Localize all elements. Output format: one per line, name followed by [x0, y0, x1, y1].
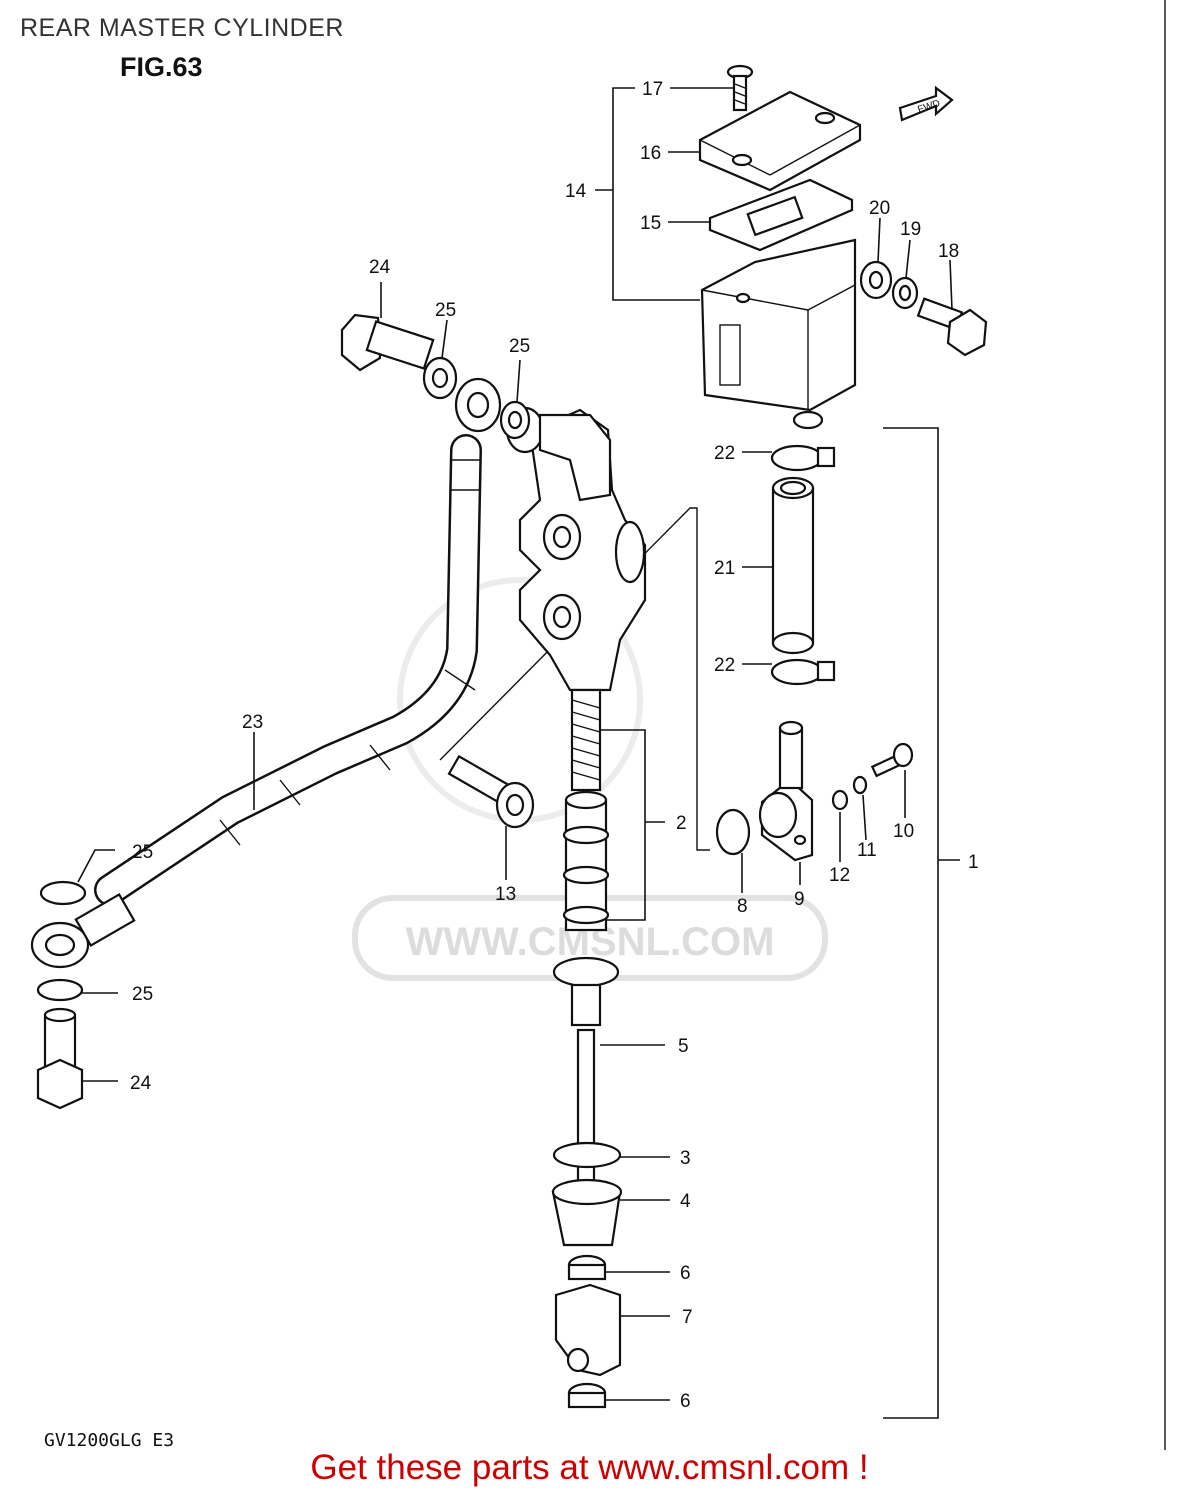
bracket-1 [883, 427, 939, 1419]
clevis-part [554, 1283, 622, 1377]
elbow-fitting-part [538, 413, 612, 502]
nut-part [567, 1382, 607, 1409]
piston-spring-part [562, 688, 610, 932]
diaphragm-part [708, 178, 854, 252]
reservoir-body-part [700, 238, 857, 430]
washer-part [831, 789, 849, 811]
page-title: REAR MASTER CYLINDER [20, 14, 344, 42]
reservoir-cap-part [698, 90, 862, 192]
o-ring-part [715, 808, 751, 856]
callout-16: 16 [640, 143, 661, 164]
callout-14: 14 [565, 181, 587, 202]
reservoir-hose-part [771, 476, 815, 655]
union-bolt-part [340, 313, 435, 372]
callout-24-lower: 24 [130, 1073, 152, 1094]
callout-9: 9 [794, 889, 805, 910]
screw-part [870, 742, 914, 778]
callout-6-lower: 6 [680, 1391, 691, 1412]
callout-15: 15 [640, 213, 661, 234]
callout-7: 7 [682, 1307, 693, 1328]
nut-part [567, 1254, 607, 1281]
union-bolt-part [36, 1007, 84, 1110]
figure-number: FIG.63 [120, 52, 203, 82]
callout-20: 20 [869, 198, 890, 219]
callout-25-d: 25 [132, 984, 153, 1005]
brake-hose-part [94, 434, 482, 906]
callout-25-c: 25 [132, 842, 153, 863]
callout-2: 2 [676, 813, 687, 834]
callout-1: 1 [968, 852, 979, 873]
callout-24-upper: 24 [369, 257, 391, 278]
rod-boot-part [551, 1178, 623, 1247]
screw-part [726, 64, 754, 112]
callout-25-a: 25 [435, 300, 456, 321]
hose-clamp-part [770, 658, 824, 686]
callout-17: 17 [642, 79, 663, 100]
sealing-washer-part [36, 978, 84, 1002]
callout-25-b: 25 [509, 336, 530, 357]
banjo-fitting-part [30, 893, 136, 969]
model-code: GV1200GLG E3 [44, 1430, 175, 1451]
callout-5: 5 [678, 1036, 689, 1057]
bolt-part [916, 297, 988, 357]
callout-22-lower: 22 [714, 655, 735, 676]
bracket-14 [612, 87, 700, 301]
fwd-arrow-icon: FWD [898, 85, 954, 122]
callout-6-upper: 6 [680, 1263, 691, 1284]
callout-19: 19 [900, 219, 921, 240]
dust-boot-part [552, 956, 620, 1027]
callout-12: 12 [829, 865, 850, 886]
circlip-part [552, 1141, 622, 1169]
hose-clamp-part [770, 444, 824, 472]
callout-18: 18 [938, 241, 959, 262]
callout-23: 23 [242, 712, 263, 733]
sealing-washer-part [39, 880, 87, 906]
parts-link[interactable]: Get these parts at www.cmsnl.com ! [310, 1448, 869, 1487]
callout-3: 3 [680, 1148, 691, 1169]
socket-bolt-part [447, 754, 535, 829]
callout-4: 4 [680, 1191, 691, 1212]
lock-washer-part [852, 775, 868, 795]
callout-13: 13 [495, 884, 516, 905]
callout-22-upper: 22 [714, 443, 735, 464]
callout-10: 10 [893, 821, 914, 842]
hose-connector-part [758, 720, 814, 862]
bracket-2 [598, 729, 646, 921]
callout-21: 21 [714, 558, 735, 579]
callout-11: 11 [857, 840, 877, 861]
callout-8: 8 [737, 896, 748, 917]
